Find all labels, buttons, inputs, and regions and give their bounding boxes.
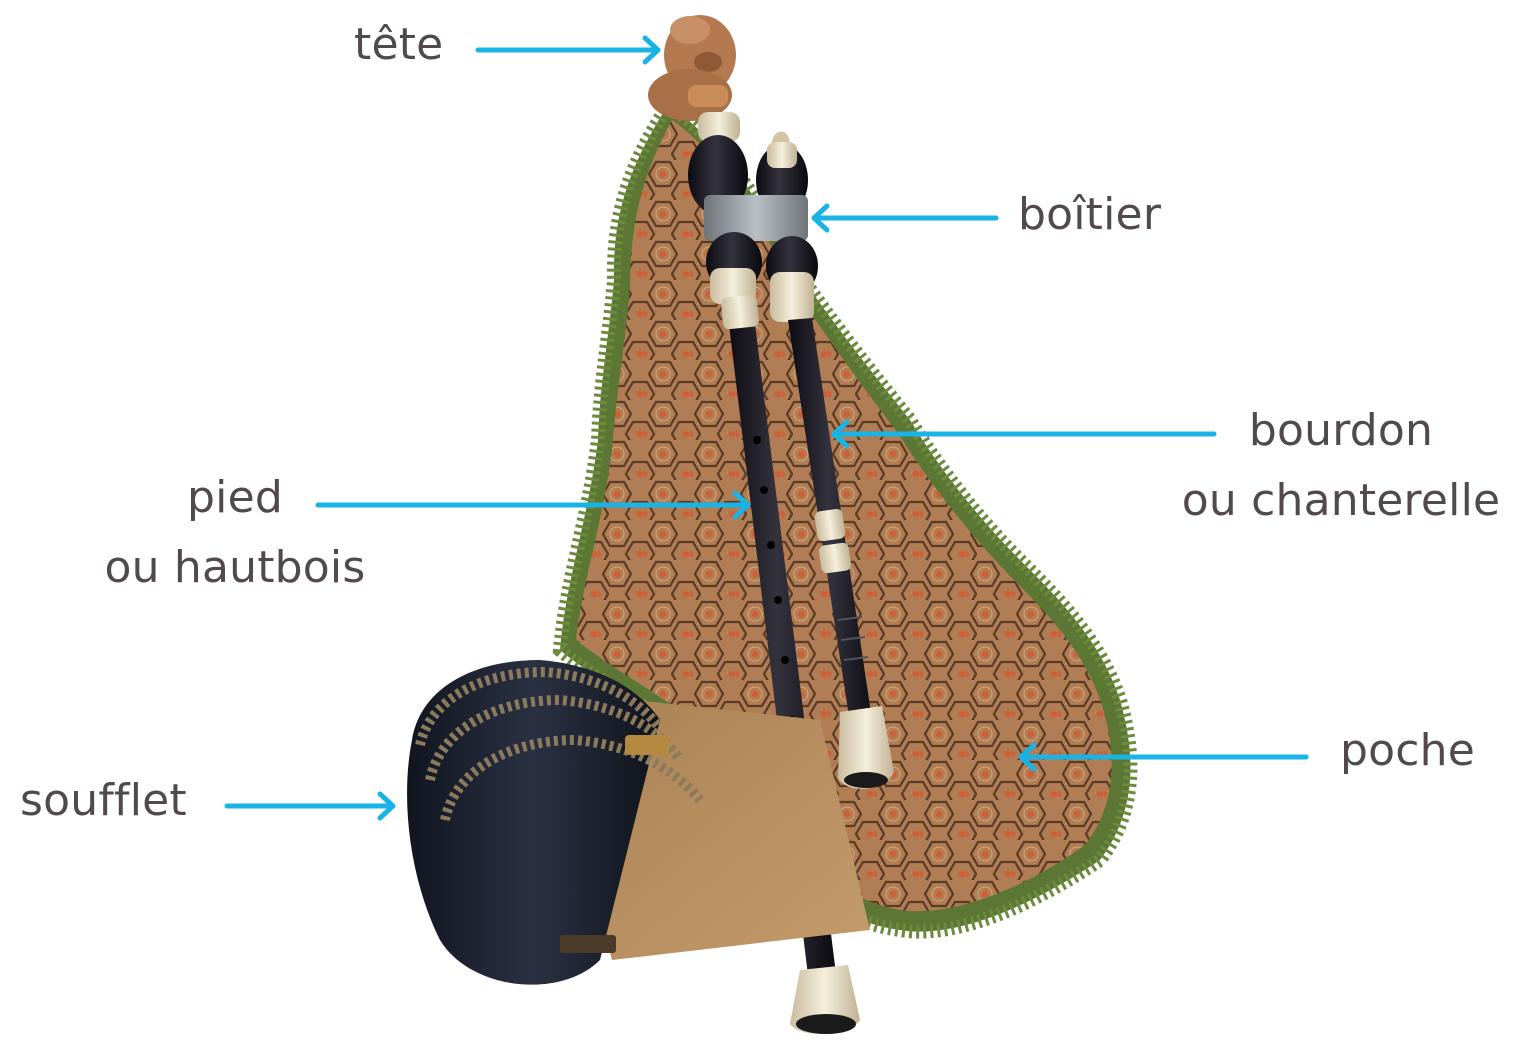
- label-tete-text: tête: [354, 10, 443, 80]
- label-poche-text: poche: [1340, 716, 1475, 786]
- label-bourdon-line1: bourdon: [1166, 396, 1516, 466]
- label-bourdon: bourdon ou chanterelle: [1166, 396, 1516, 535]
- label-soufflet: soufflet: [20, 766, 187, 836]
- label-pied-line1: pied: [90, 463, 380, 533]
- label-boitier: boîtier: [1018, 180, 1161, 250]
- label-boitier-text: boîtier: [1018, 180, 1161, 250]
- label-bourdon-line2: ou chanterelle: [1166, 466, 1516, 536]
- label-pied: pied ou hautbois: [90, 463, 380, 602]
- arrow-icon: [478, 38, 658, 62]
- arrow-icon: [834, 422, 1214, 446]
- label-tete: tête: [354, 10, 443, 80]
- label-soufflet-text: soufflet: [20, 766, 187, 836]
- arrow-icon: [814, 206, 996, 230]
- arrow-icon: [1021, 745, 1306, 769]
- label-pied-line2: ou hautbois: [90, 533, 380, 603]
- arrow-icon: [227, 794, 393, 818]
- label-poche: poche: [1340, 716, 1475, 786]
- arrow-icon: [318, 493, 748, 517]
